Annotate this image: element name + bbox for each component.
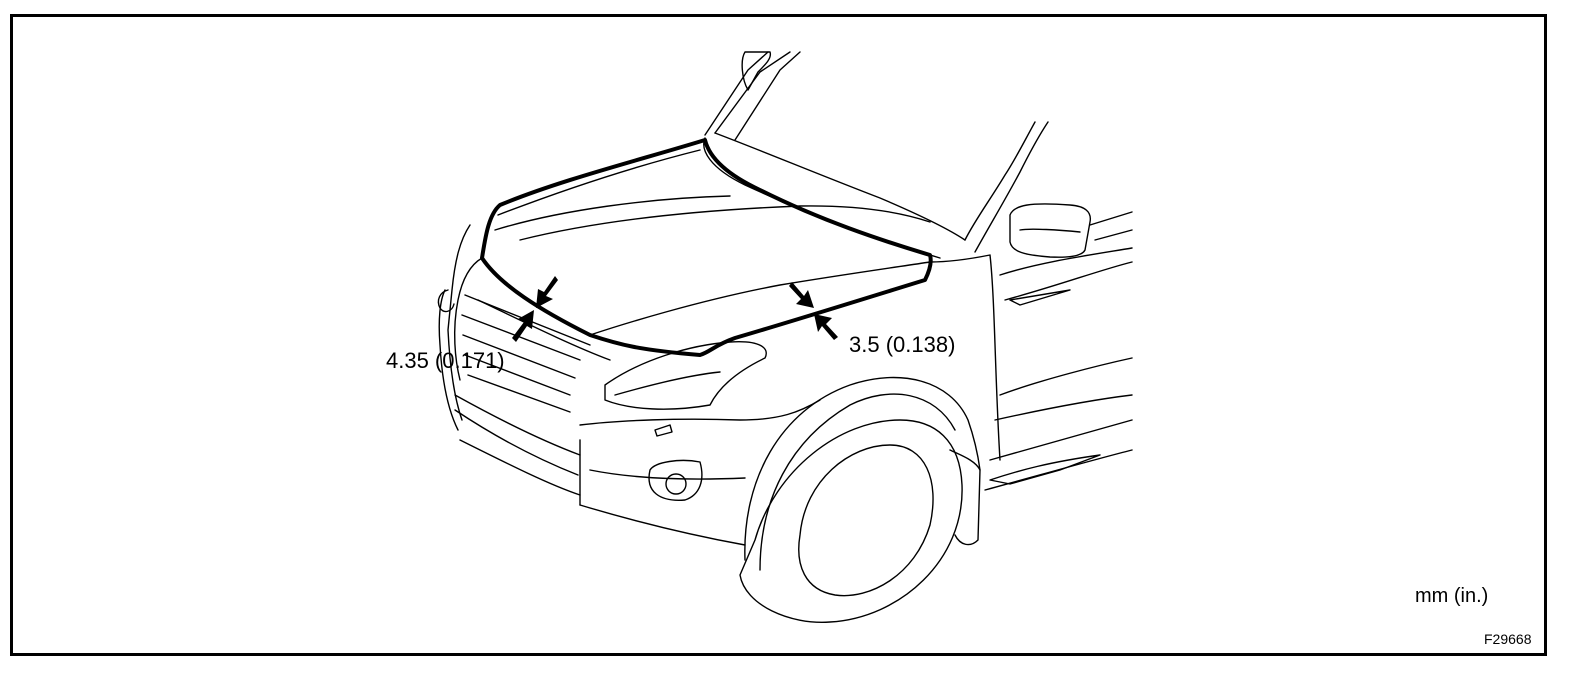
windshield-lines — [704, 51, 801, 141]
hood-seal-outline — [480, 138, 933, 357]
figure-frame — [10, 14, 1547, 656]
wheel — [739, 376, 981, 623]
left-gap-dimension-label: 4.35 (0.171) — [386, 348, 505, 373]
body-side-lines — [929, 121, 1133, 491]
arrow-right-lower — [814, 314, 838, 340]
arrow-left-lower — [512, 310, 534, 342]
arrow-left-upper — [536, 276, 558, 308]
units-label: mm (in.) — [1415, 585, 1489, 607]
front-fascia — [437, 224, 821, 546]
arrow-right-upper — [789, 282, 814, 308]
gap-arrows — [512, 276, 838, 342]
figure-id: F29668 — [1484, 631, 1532, 647]
right-gap-dimension-label: 3.5 (0.138) — [849, 332, 956, 357]
hood-lines — [494, 132, 966, 336]
